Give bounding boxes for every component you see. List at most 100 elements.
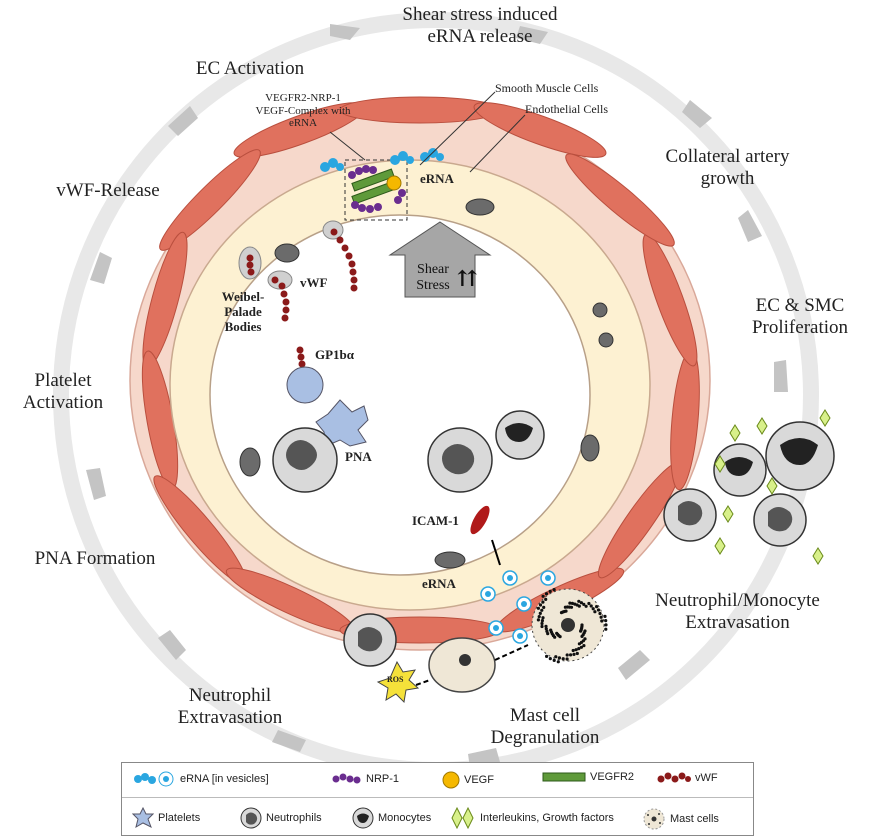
mast-granule xyxy=(564,609,568,613)
nucleus xyxy=(239,447,261,477)
mast-granule xyxy=(552,658,556,663)
label-endothelial: Endothelial Cells xyxy=(525,102,608,116)
nucleus xyxy=(580,434,600,462)
mast-granule xyxy=(540,621,544,626)
mast-granule xyxy=(548,589,552,594)
monocyte-nucleus xyxy=(505,423,533,442)
mast-granule xyxy=(545,629,549,633)
mast-granule xyxy=(545,654,549,659)
vwf-bead xyxy=(246,261,254,269)
vwf-bead xyxy=(350,276,358,284)
label-erna-top: eRNA xyxy=(420,171,454,186)
legend-label: vWF xyxy=(695,772,718,784)
legend-label: Interleukins, Growth factors xyxy=(480,812,614,824)
label-ec-activation: EC Activation xyxy=(195,58,305,79)
vwf-bead xyxy=(330,228,338,236)
vwf-bead xyxy=(348,260,356,268)
platelet-icon xyxy=(132,807,154,829)
label-gp1b: GP1bα xyxy=(315,347,355,362)
label-icam: ICAM-1 xyxy=(412,513,459,528)
legend-item-mast-cells: Mast cells xyxy=(642,807,719,831)
neutrophil-icon xyxy=(240,807,262,829)
cycle-arrow xyxy=(516,26,548,44)
leader-complex xyxy=(329,131,366,161)
vwf-bead xyxy=(280,290,288,298)
erna-blob xyxy=(436,153,444,161)
erna-clusters xyxy=(320,148,444,172)
mast-cell-nucleus xyxy=(459,654,471,666)
mast-granule xyxy=(604,627,608,631)
mast-granule xyxy=(587,601,591,606)
nucleus xyxy=(274,243,300,263)
cycle-arrow xyxy=(86,468,106,500)
mast-granule xyxy=(569,653,573,657)
mast-granule xyxy=(604,623,608,627)
label-pna-formation: PNA Formation xyxy=(34,548,156,569)
nrp1-bead xyxy=(348,171,356,179)
legend-item-monocytes: Monocytes xyxy=(352,807,431,829)
erna-vesicle-core xyxy=(545,575,551,581)
platelet-round xyxy=(286,366,324,404)
label-erna-bottom: eRNA xyxy=(422,576,456,591)
label-vwf: vWF xyxy=(300,275,328,290)
legend-label: Platelets xyxy=(158,812,201,824)
legend-item-erna: eRNA [in vesicles] xyxy=(132,771,269,787)
mast-granule xyxy=(577,599,581,603)
leader-endothelial xyxy=(469,114,526,173)
vwf-bead xyxy=(281,314,289,322)
legend-item-vegf: VEGF xyxy=(442,771,494,789)
vwf-bead xyxy=(349,268,357,276)
mast-granule xyxy=(537,615,541,619)
label-ec-smc-proliferation: EC & SMC Proliferation xyxy=(751,295,849,338)
erna-blob xyxy=(420,152,430,162)
vegf-ligand xyxy=(386,175,402,191)
cycle-arrow xyxy=(738,210,762,242)
nrp1-bead xyxy=(355,167,363,175)
interleukin-diamond xyxy=(729,424,741,442)
mast-granule xyxy=(541,594,545,598)
mast-granule xyxy=(549,628,553,632)
neutrophil-nucleus xyxy=(286,440,317,470)
vegfr2-bar xyxy=(351,168,395,192)
endothelial-nuclei xyxy=(239,198,614,569)
erna-blob xyxy=(336,163,344,171)
nrp1-bead xyxy=(358,204,366,212)
mast-cell-icon xyxy=(643,808,665,830)
nrp1-bead xyxy=(366,205,374,213)
vwf-strands xyxy=(246,228,358,368)
mast-granule xyxy=(603,614,607,619)
nucleus xyxy=(592,302,608,318)
nrp1-bead xyxy=(351,201,359,209)
mast-granule xyxy=(579,645,584,649)
interleukin-diamond xyxy=(819,409,831,427)
mast-granule xyxy=(544,624,548,628)
nrp1-bead xyxy=(394,196,402,204)
vwf-bead xyxy=(345,252,353,260)
erna-vesicle-core xyxy=(521,601,527,607)
mast-granule xyxy=(540,608,544,612)
cycle-arrow xyxy=(168,106,198,136)
mast-granule xyxy=(580,634,584,639)
nrp1-bead xyxy=(362,165,370,173)
erna-vesicles xyxy=(480,570,556,644)
vwf-bead xyxy=(297,353,305,361)
mast-granule xyxy=(577,647,581,651)
erna-vesicle-core xyxy=(507,575,513,581)
vwf-bead xyxy=(298,360,306,368)
legend-item-vegfr2: VEGFR2 xyxy=(542,771,634,783)
mast-granule xyxy=(571,648,575,653)
legend-item-nrp1: NRP-1 xyxy=(332,771,399,787)
label-neutrophil-extravasation: Neutrophil Extravasation xyxy=(177,685,283,728)
mast-granule xyxy=(604,619,608,623)
erna-blob xyxy=(406,156,414,164)
mast-granule xyxy=(565,653,569,657)
mast-granule xyxy=(552,588,556,592)
mast-granule xyxy=(540,619,545,623)
mast-granule xyxy=(541,600,545,604)
mast-granule xyxy=(536,606,541,610)
mast-granule xyxy=(572,652,576,657)
monocyte-icon xyxy=(352,807,374,829)
label-ros: ROS xyxy=(387,675,404,684)
cycle-arrow xyxy=(618,650,650,680)
vwf-bead xyxy=(247,268,255,276)
